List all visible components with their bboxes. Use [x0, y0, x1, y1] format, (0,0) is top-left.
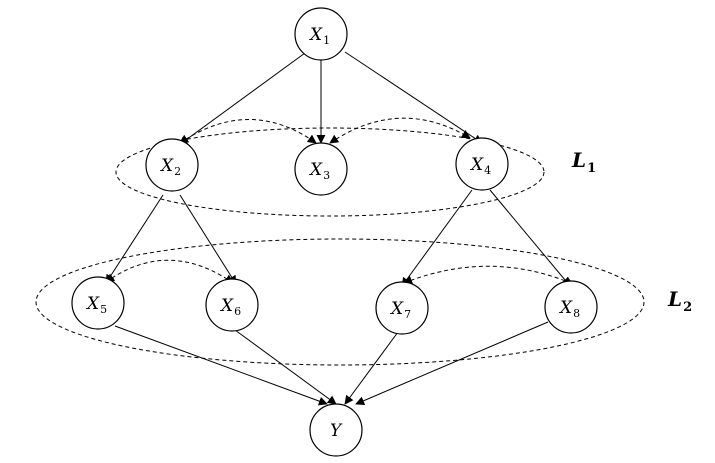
edge-x1-x2 — [178, 52, 306, 146]
node-x1: X1 — [294, 7, 348, 61]
group-l1-ellipse — [115, 127, 545, 217]
group-l2-ellipse — [35, 238, 645, 366]
svg-text:X8: X8 — [558, 298, 580, 320]
group-label-l2: L2 — [667, 287, 692, 315]
node-x2: X2 — [145, 138, 199, 192]
edge-x7-x8-dashed — [403, 265, 574, 286]
edge-x5-y — [114, 325, 328, 406]
node-x5: X5 — [71, 276, 125, 330]
node-x7: X7 — [375, 281, 429, 335]
edge-x2-x5 — [105, 194, 164, 284]
svg-text:L1: L1 — [571, 148, 596, 176]
svg-text:X2: X2 — [159, 156, 181, 178]
edge-x4-x7 — [401, 189, 473, 287]
svg-text:X6: X6 — [219, 296, 241, 318]
edge-x6-y — [234, 329, 337, 405]
node-x6: X6 — [205, 278, 259, 332]
svg-text:X7: X7 — [389, 299, 411, 321]
edge-x5-x6-dashed — [105, 259, 234, 284]
svg-text:X5: X5 — [85, 294, 107, 316]
svg-text:Y: Y — [330, 421, 343, 441]
node-x4: X4 — [455, 137, 509, 191]
node-y: Y — [309, 403, 363, 457]
edge-x7-y — [344, 331, 399, 405]
svg-text:X4: X4 — [469, 155, 491, 177]
svg-text:X3: X3 — [308, 160, 330, 182]
edge-x2-x6 — [179, 194, 237, 285]
edge-x8-y — [355, 321, 549, 405]
edge-x2-x3-dashed — [179, 119, 317, 144]
edge-x1-x4 — [344, 51, 483, 144]
svg-text:X1: X1 — [308, 25, 330, 47]
svg-text:L2: L2 — [667, 287, 692, 315]
group-label-l1: L1 — [571, 148, 596, 176]
node-x8: X8 — [544, 280, 598, 334]
edge-x4-x8 — [489, 189, 571, 287]
node-x3: X3 — [294, 142, 348, 196]
